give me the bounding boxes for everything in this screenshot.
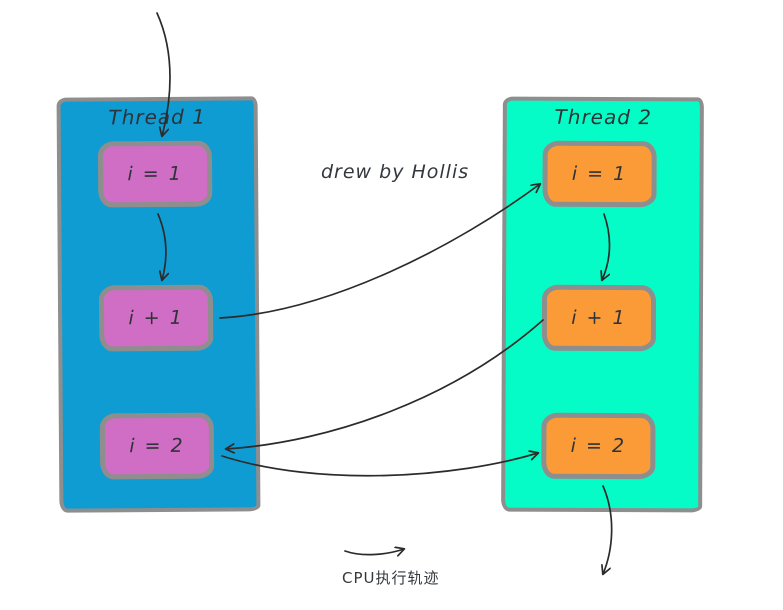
watermark-text: drew by Hollis [321,161,470,183]
legend-label: CPU执行轨迹 [342,569,440,587]
thread1-box-i-equals-1: i = 1 [97,140,213,208]
thread2-box-i-plus-1: i + 1 [541,284,657,352]
thread2-box2-label: i + 1 [571,306,627,330]
thread2-panel: Thread 2 i = 1 i + 1 i = 2 [501,96,704,513]
thread1-box2-label: i + 1 [128,306,184,330]
thread1-title: Thread 1 [108,104,206,130]
thread1-box-i-plus-1: i + 1 [98,284,214,352]
cross-arrow-t1ieq2-to-t2ieq2 [221,453,538,477]
thread1-panel: Thread 1 i = 1 i + 1 i = 2 [56,96,261,513]
thread2-title: Thread 2 [554,104,653,130]
thread2-box-i-equals-2: i = 2 [541,412,656,480]
cross-arrow-t1iplus1-to-t2ieq1 [219,184,540,319]
thread2-box-i-equals-1: i = 1 [542,140,657,208]
thread2-box1-label: i = 1 [571,162,628,186]
thread2-box3-label: i = 2 [570,434,627,458]
thread1-box-i-equals-2: i = 2 [99,412,215,480]
thread1-box1-label: i = 1 [127,162,183,186]
cross-arrow-t2iplus1-to-t1ieq2 [226,319,544,449]
legend-arrow-icon [344,549,404,555]
thread1-box3-label: i = 2 [129,434,185,458]
